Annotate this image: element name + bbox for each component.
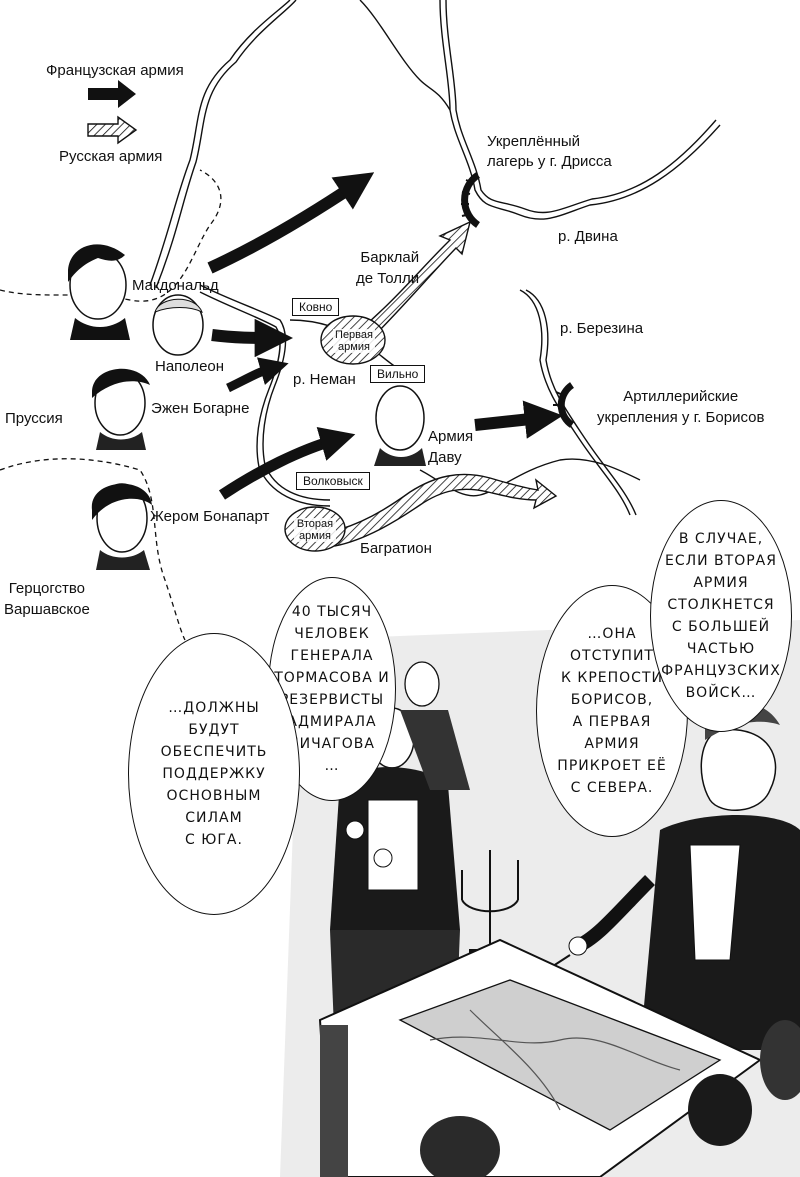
label-borisov: Артиллерийские укрепления у г. Борисов <box>597 388 765 426</box>
border-prussia <box>0 169 222 302</box>
portrait-macdonald <box>68 244 130 340</box>
portrait-eugene <box>92 368 150 450</box>
river-north-2 <box>155 0 297 289</box>
russian-arrow-second-army <box>329 473 558 547</box>
french-arrows <box>207 172 563 500</box>
label-prussia: Пруссия <box>5 410 63 427</box>
river-berezina <box>519 289 631 516</box>
town-box-vilno: Вильно <box>370 365 426 383</box>
legend-french-label: Французская армия <box>46 62 184 79</box>
label-second-army: Вторая армия <box>294 518 336 542</box>
label-berezina: р. Березина <box>560 320 644 337</box>
french-arrow-napoleon <box>211 318 294 358</box>
label-dvina: р. Двина <box>558 228 618 245</box>
border-warsaw <box>0 458 186 641</box>
river-north <box>149 0 291 286</box>
label-macdonald: Макдональд <box>132 277 219 294</box>
russian-arrows <box>329 220 558 547</box>
river-dvina-main <box>439 0 721 220</box>
label-eugene: Эжен Богарне <box>151 400 250 417</box>
legend-russian-arrow <box>87 115 138 145</box>
label-bagration: Багратион <box>360 540 432 557</box>
label-warsaw: Герцогство Варшавское <box>4 580 90 618</box>
speech-text-tormasov: 40 ТЫСЯЧ ЧЕЛОВЕК ГЕНЕРАЛА ТОРМАСОВА И РЕ… <box>274 604 390 774</box>
label-napoleon: Наполеон <box>155 358 225 375</box>
river-dvina-main-2 <box>445 0 717 214</box>
speech-text-support: …ДОЛЖНЫ БУДУТ ОБЕСПЕЧИТЬ ПОДДЕРЖКУ ОСНОВ… <box>160 700 268 848</box>
label-jerome: Жером Бонапарт <box>150 508 270 525</box>
russian-arrow-first-army <box>358 220 472 339</box>
speech-bubble-retreat: …ОНА ОТСТУПИТ К КРЕПОСТИ БОРИСОВ, А ПЕРВ… <box>536 585 688 837</box>
town-box-volkovysk: Волковыск <box>296 472 370 490</box>
speech-bubble-case: В СЛУЧАЕ, ЕСЛИ ВТОРАЯ АРМИЯ СТОЛКНЕТСЯ С… <box>650 500 792 732</box>
speech-text-retreat: …ОНА ОТСТУПИТ К КРЕПОСТИ БОРИСОВ, А ПЕРВ… <box>557 626 667 796</box>
drissa-fort-icon <box>461 172 481 228</box>
label-first-army: Первая армия <box>333 329 375 353</box>
borders <box>0 169 222 641</box>
label-drissa: Укреплённый лагерь у г. Дрисса <box>487 133 612 170</box>
legend-russian-label: Русская армия <box>59 148 163 165</box>
french-arrow-macdonald <box>207 172 375 274</box>
label-barclay: Барклай де Толли <box>356 249 420 287</box>
legend-french-arrow <box>88 80 136 108</box>
river-neman <box>199 284 331 501</box>
river-dvina-branch <box>359 0 451 111</box>
portrait-napoleon <box>152 294 204 356</box>
french-arrow-eugene <box>226 357 289 393</box>
portrait-davout <box>374 385 426 466</box>
map-table <box>318 938 762 1177</box>
portrait-jerome <box>91 483 152 570</box>
label-davout: Армия Даву <box>428 428 474 466</box>
officer-figure-background <box>400 661 470 790</box>
river-neman-2 <box>199 291 331 507</box>
label-neman: р. Неман <box>293 371 356 388</box>
town-box-kovno: Ковно <box>292 298 340 316</box>
french-arrow-jerome <box>218 426 356 500</box>
foreground-heads <box>420 1020 800 1177</box>
speech-bubble-support: …ДОЛЖНЫ БУДУТ ОБЕСПЕЧИТЬ ПОДДЕРЖКУ ОСНОВ… <box>128 633 300 915</box>
speech-text-case: В СЛУЧАЕ, ЕСЛИ ВТОРАЯ АРМИЯ СТОЛКНЕТСЯ С… <box>661 531 781 701</box>
french-arrow-davout <box>474 400 563 439</box>
